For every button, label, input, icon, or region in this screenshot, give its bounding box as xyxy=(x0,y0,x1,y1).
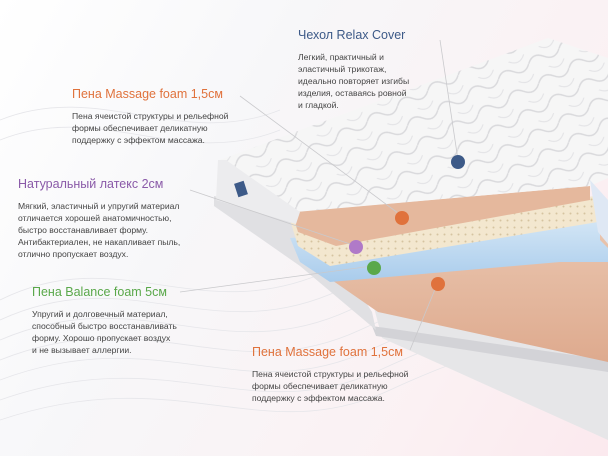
marker-massage-top xyxy=(395,211,409,225)
massage-top-block: Пена Massage foam 1,5см Пена ячеистой ст… xyxy=(72,87,228,146)
balance-block: Пена Balance foam 5см Упругий и долговеч… xyxy=(32,285,177,356)
marker-latex xyxy=(349,240,363,254)
latex-description: Мягкий, эластичный и упругий материал от… xyxy=(18,201,181,259)
marker-cover xyxy=(451,155,465,169)
layer-latex xyxy=(290,196,598,266)
massage-top-title: Пена Massage foam 1,5см xyxy=(72,87,223,101)
latex-block: Натуральный латекс 2см Мягкий, эластичны… xyxy=(18,177,180,260)
cover-edge xyxy=(214,196,376,330)
massage-bottom-title: Пена Massage foam 1,5см xyxy=(252,345,403,359)
balance-title: Пена Balance foam 5см xyxy=(32,285,167,299)
cover-title: Чехол Relax Cover xyxy=(298,28,406,42)
cover-description: Легкий, практичный и эластичный трикотаж… xyxy=(298,52,410,110)
cover-block: Чехол Relax Cover Легкий, практичный и э… xyxy=(298,28,409,111)
massage-top-description: Пена ячеистой структуры и рельефной форм… xyxy=(72,111,229,145)
latex-title: Натуральный латекс 2см xyxy=(18,177,164,191)
balance-description: Упругий и долговечный материал, способны… xyxy=(32,309,177,355)
marker-balance xyxy=(367,261,381,275)
layer-massage-top xyxy=(292,186,590,246)
brand-tag xyxy=(234,180,248,198)
top-cover xyxy=(218,38,608,212)
marker-massage-bottom xyxy=(431,277,445,291)
massage-bottom-block: Пена Massage foam 1,5см Пена ячеистой ст… xyxy=(252,345,408,404)
massage-bottom-description: Пена ячеистой структуры и рельефной форм… xyxy=(252,369,409,403)
